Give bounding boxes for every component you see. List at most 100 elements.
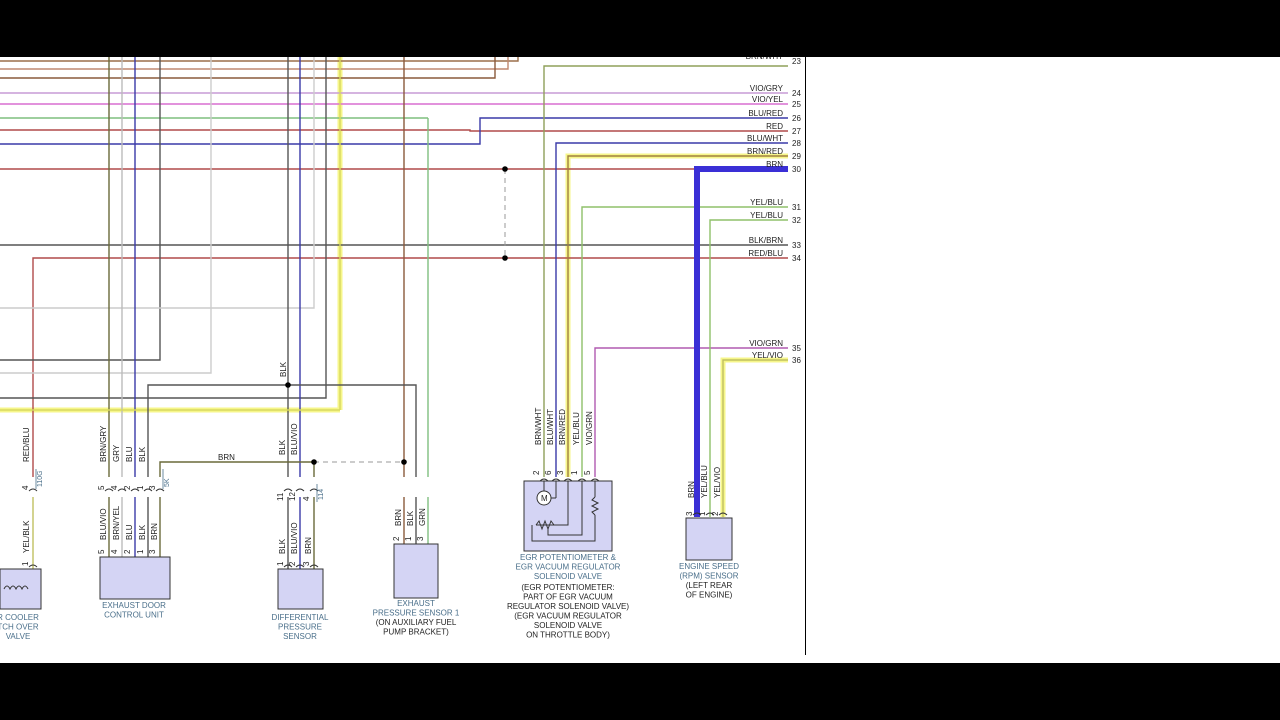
exhaust-pressure-note-line-2: PUMP BRACKET) (383, 628, 449, 637)
egr-pin-2: 6 (544, 470, 553, 475)
egr-note-line-5: SOLENOID VALVE (534, 621, 602, 630)
exhaust-door-pin-top-3: 2 (123, 485, 132, 490)
diff-pin-top-2: 12 (288, 492, 297, 501)
egr-note-line-3: REGULATOR SOLENOID VALVE) (507, 602, 629, 611)
egr-pin-3: 3 (556, 470, 565, 475)
exhaust-door-pin-top-1: 5 (97, 485, 106, 490)
egr-wire-3: BRN/RED (558, 409, 567, 445)
exhaust-door-pin-bottom-2: 4 (110, 549, 119, 554)
sheet-border (805, 57, 806, 655)
diff-pressure-box (277, 568, 324, 610)
diff-pin-bottom-1: 1 (276, 561, 285, 566)
blank-right-panel (806, 57, 1280, 663)
engine-speed-note-line-2: OF ENGINE) (686, 591, 733, 600)
splice-dots (285, 166, 508, 465)
diff-caption-line-2: PRESSURE (278, 623, 322, 632)
egr-note-line-1: (EGR POTENTIOMETER: (521, 583, 614, 592)
link-markers (35, 469, 318, 502)
brn-horizontal-label: BRN (218, 453, 235, 462)
wire-pin-34: 34 (792, 254, 801, 263)
exhaust-pressure-wire-2: BLK (406, 510, 415, 526)
exhaust-door-wire-bottom-2: BRN/YEL (112, 505, 121, 540)
egr-caption-line-2: EGR VACUUM REGULATOR (516, 563, 621, 572)
exhaust-door-pin-bottom-5: 3 (148, 549, 157, 554)
egr-pin-4: 1 (570, 470, 579, 475)
exhaust-pressure-pin-2: 1 (404, 536, 413, 541)
exhaust-door-pin-bottom-1: 5 (97, 549, 106, 554)
egr-wire-1: BRN/WHT (534, 408, 543, 445)
motor-letter: M (541, 494, 548, 503)
cooler-pin-top: 4 (21, 485, 30, 490)
highlighted-brn-wire[interactable] (694, 166, 788, 517)
wire-pin-24: 24 (792, 89, 801, 98)
engine-speed-wire-1: BRN (687, 481, 696, 498)
diff-wire-top-1: BLK (278, 439, 287, 455)
egr-wire-4: YEL/BLU (572, 412, 581, 445)
wire-label-30: BRN (766, 160, 783, 169)
wire-label-28: BLU/WHT (747, 134, 783, 143)
exhaust-door-wire-bottom-1: BLU/VIO (99, 508, 108, 540)
blk-vertical-label: BLK (279, 361, 288, 377)
engine-speed-wire-2: YEL/BLU (700, 465, 709, 498)
wire-pin-31: 31 (792, 203, 801, 212)
egr-wire-5: VIO/GRN (585, 411, 594, 445)
wire-pin-26: 26 (792, 114, 801, 123)
wire-label-23: BRN/WHT (746, 57, 783, 61)
diff-pin-top-1: 11 (276, 492, 285, 501)
wire-pin-27: 27 (792, 127, 801, 136)
cooler-caption-line-3: VALVE (6, 632, 31, 641)
wire-pin-35: 35 (792, 344, 801, 353)
wiring-diagram: BRN/WHT23VIO/GRY24VIO/YEL25BLU/RED26RED2… (0, 57, 802, 641)
wire-label-26: BLU/RED (748, 109, 783, 118)
exhaust-door-wire-bottom-5: BRN (150, 523, 159, 540)
cooler-wire-bottom-label: YEL/BLK (22, 520, 31, 553)
wire-label-35: VIO/GRN (749, 339, 783, 348)
engine-speed-pin-2: 1 (698, 511, 707, 516)
diff-wire-top-2: BLU/VIO (290, 423, 299, 455)
wire-pin-29: 29 (792, 152, 801, 161)
cooler-wire-top-label: RED/BLU (22, 427, 31, 462)
cooler-valve-coil (3, 585, 29, 591)
egr-pin-1: 2 (532, 470, 541, 475)
wire-pin-23: 23 (792, 57, 801, 66)
engine-speed-pin-3: 2 (711, 511, 720, 516)
diff-pin-bottom-3: 3 (302, 561, 311, 566)
exhaust-pressure-pin-1: 2 (392, 536, 401, 541)
exhaust-door-wire-top-3: BLU (125, 446, 134, 462)
diff-pin-bottom-2: 2 (288, 561, 297, 566)
wire-pin-28: 28 (792, 139, 801, 148)
egr-wire-2: BLU/WHT (546, 409, 555, 445)
wire-label-33: BLK/BRN (749, 236, 783, 245)
wire-label-column: BRN/WHT23VIO/GRY24VIO/YEL25BLU/RED26RED2… (746, 57, 802, 365)
egr-note-line-2: PART OF EGR VACUUM (523, 593, 613, 602)
exhaust-pressure-caption-line-2: PRESSURE SENSOR 1 (373, 609, 460, 618)
exhaust-door-link-ref: 5K (164, 478, 171, 487)
wire-pin-32: 32 (792, 216, 801, 225)
egr-note-line-6: ON THROTTLE BODY) (526, 631, 610, 640)
egr-note-line-4: (EGR VACUUM REGULATOR (514, 612, 622, 621)
exhaust-pressure-box (393, 543, 439, 599)
egr-caption-line-3: SOLENOID VALVE (534, 572, 602, 581)
exhaust-pressure-wire-1: BRN (394, 509, 403, 526)
engine-speed-caption-line-2: (RPM) SENSOR (679, 572, 738, 581)
engine-speed-pin-1: 3 (685, 511, 694, 516)
trunk-wires (0, 57, 788, 517)
exhaust-pressure-caption-line-1: EXHAUST (397, 599, 435, 608)
exhaust-door-wire-bottom-3: BLU (125, 524, 134, 540)
cooler-caption-line-1: R COOLER (0, 613, 39, 622)
engine-speed-box (685, 517, 733, 561)
exhaust-door-box (99, 556, 171, 600)
cooler-caption-line-2: TCH OVER (0, 623, 39, 632)
egr-pin-5: 5 (583, 470, 592, 475)
connector-ticks (28, 478, 728, 568)
exhaust-door-caption-line-2: CONTROL UNIT (104, 611, 164, 620)
wire-pin-33: 33 (792, 241, 801, 250)
exhaust-door-pin-top-2: 4 (110, 485, 119, 490)
wire-label-27: RED (766, 122, 783, 131)
diff-wire-bottom-3: BRN (304, 537, 313, 554)
diff-caption-line-3: SENSOR (283, 632, 317, 641)
exhaust-pressure-wire-3: GRN (418, 508, 427, 526)
exhaust-door-caption-line-1: EXHAUST DOOR (102, 601, 166, 610)
cooler-pin-bottom: 1 (21, 561, 30, 566)
